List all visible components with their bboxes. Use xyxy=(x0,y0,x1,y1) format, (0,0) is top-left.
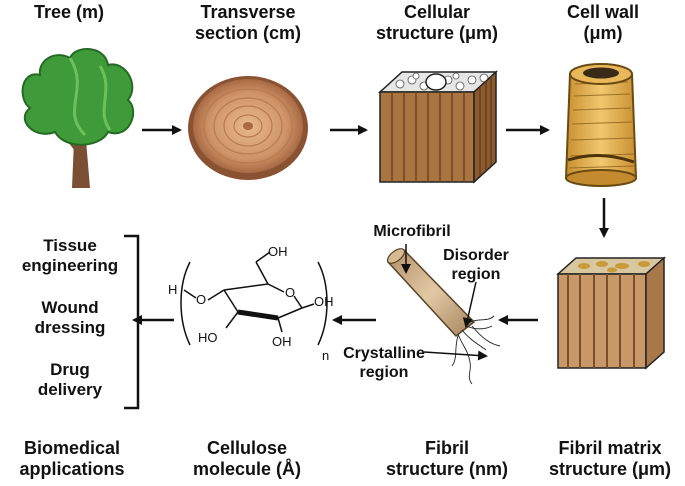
label-cellular-structure: Cellular structure (μm) xyxy=(375,2,499,43)
cell-wall-tube xyxy=(564,63,638,187)
label-transverse-section: Transverse section (cm) xyxy=(194,2,302,43)
label-cellulose-molecule: Cellulose molecule (Å) xyxy=(192,438,302,479)
log-cross-section xyxy=(188,76,308,180)
label-crystalline-region: Crystalline region xyxy=(343,345,425,381)
flow-arrows xyxy=(132,125,609,325)
cellulose-structure xyxy=(180,251,328,346)
fibril-matrix-cube xyxy=(556,256,666,370)
tree-illustration xyxy=(21,47,135,188)
label-tree: Tree (m) xyxy=(33,2,105,22)
application-drug-delivery: Drug delivery xyxy=(37,360,103,399)
polymer-n: n xyxy=(322,348,329,363)
fibril-pointers xyxy=(401,244,488,361)
atom-oh-right: OH xyxy=(314,294,334,309)
application-wound-dressing: Wound dressing xyxy=(34,298,106,337)
atom-oh-bottom: OH xyxy=(272,334,292,349)
label-disorder-region: Disorder region xyxy=(443,247,509,283)
application-tissue-engineering: Tissue engineering xyxy=(21,236,119,275)
label-fibril-matrix-structure: Fibril matrix structure (μm) xyxy=(548,438,672,479)
label-microfibril: Microfibril xyxy=(373,223,451,240)
atom-h: H xyxy=(168,282,177,297)
label-biomedical-applications: Biomedical applications xyxy=(19,438,125,479)
label-cell-wall: Cell wall (μm) xyxy=(566,2,640,43)
cellular-cube xyxy=(378,70,498,184)
atom-o-ring: O xyxy=(285,285,295,300)
atom-oh-top: OH xyxy=(268,244,288,259)
atom-o-left: O xyxy=(196,292,206,307)
label-fibril-structure: Fibril structure (nm) xyxy=(385,438,508,479)
applications-bracket xyxy=(124,234,140,410)
atom-ho-bottom: HO xyxy=(198,330,218,345)
